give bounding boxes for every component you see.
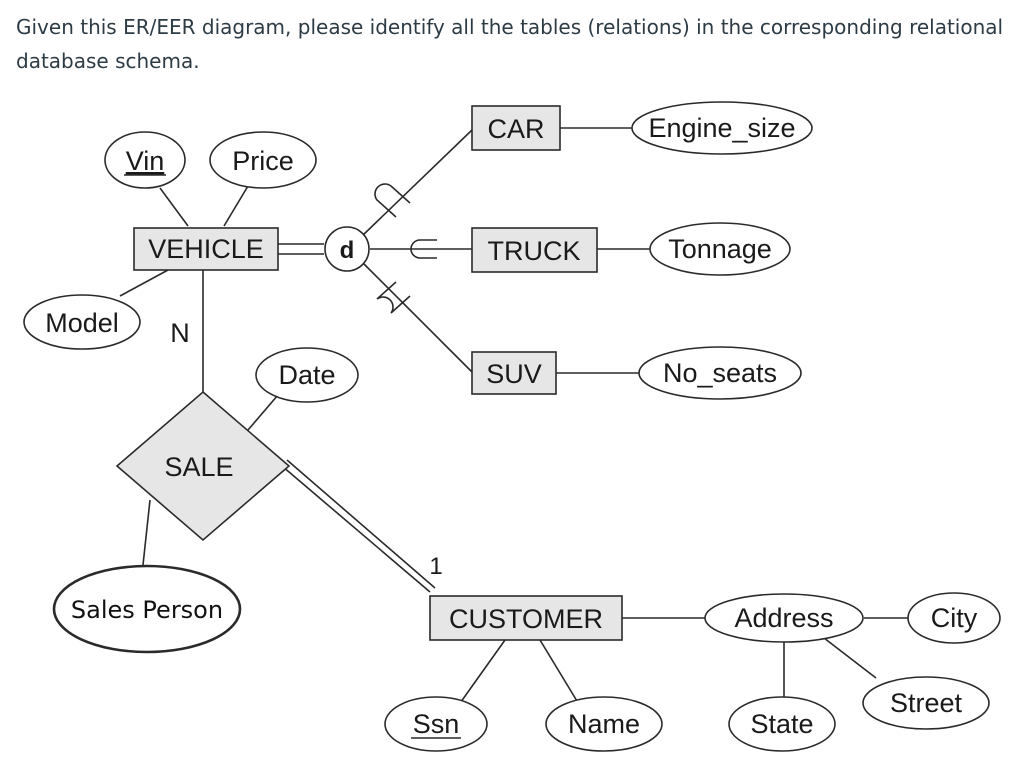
relationship-sale: SALE [115, 390, 291, 542]
attribute-tonnage: Tonnage [649, 222, 791, 276]
attribute-vin: Vin [104, 131, 186, 189]
attribute-engine-size-label: Engine_size [648, 113, 795, 143]
relationship-sale-label: SALE [164, 452, 233, 482]
entity-customer-label: CUSTOMER [449, 604, 603, 634]
specialization-circle: d [324, 226, 370, 272]
specialization-label: d [340, 237, 355, 264]
entity-suv: SUV [471, 351, 557, 395]
entity-customer: CUSTOMER [429, 595, 623, 641]
attribute-sales-person-label: Sales Person [71, 596, 223, 624]
entity-suv-label: SUV [486, 359, 542, 389]
attribute-vin-label: Vin [126, 146, 165, 176]
attribute-street-label: Street [890, 688, 963, 718]
cardinality-1-label: 1 [429, 553, 442, 580]
attribute-name-label: Name [568, 709, 640, 739]
attribute-price-label: Price [232, 146, 294, 176]
entity-car-label: CAR [487, 114, 544, 144]
attribute-city-label: City [931, 603, 978, 633]
attribute-date: Date [255, 347, 359, 403]
attribute-date-label: Date [278, 360, 335, 390]
entity-car: CAR [471, 105, 561, 151]
attribute-city: City [907, 592, 1001, 644]
attribute-address-label: Address [734, 603, 833, 633]
attribute-engine-size: Engine_size [631, 101, 813, 155]
attribute-name: Name [545, 696, 663, 752]
attribute-ssn: Ssn [384, 696, 488, 752]
attribute-ssn-label: Ssn [413, 709, 460, 739]
attribute-price: Price [209, 131, 317, 189]
subset-symbols [374, 183, 437, 314]
question-text: Given this ER/EER diagram, please identi… [16, 15, 1004, 73]
entity-truck: TRUCK [471, 227, 598, 273]
attribute-no-seats-label: No_seats [663, 358, 777, 388]
attribute-sales-person: Sales Person [52, 564, 242, 654]
entity-vehicle: VEHICLE [133, 227, 279, 271]
connector-lines [119, 127, 908, 707]
attribute-street: Street [862, 676, 990, 730]
attribute-state-label: State [750, 709, 813, 739]
entity-truck-label: TRUCK [488, 236, 581, 266]
attribute-tonnage-label: Tonnage [668, 234, 772, 264]
attribute-address: Address [704, 593, 864, 643]
attribute-no-seats: No_seats [638, 346, 802, 400]
attribute-state: State [728, 696, 836, 752]
attribute-model: Model [23, 294, 141, 350]
cardinality-n-label: N [170, 318, 190, 348]
entity-vehicle-label: VEHICLE [148, 234, 264, 264]
attribute-model-label: Model [45, 308, 119, 338]
